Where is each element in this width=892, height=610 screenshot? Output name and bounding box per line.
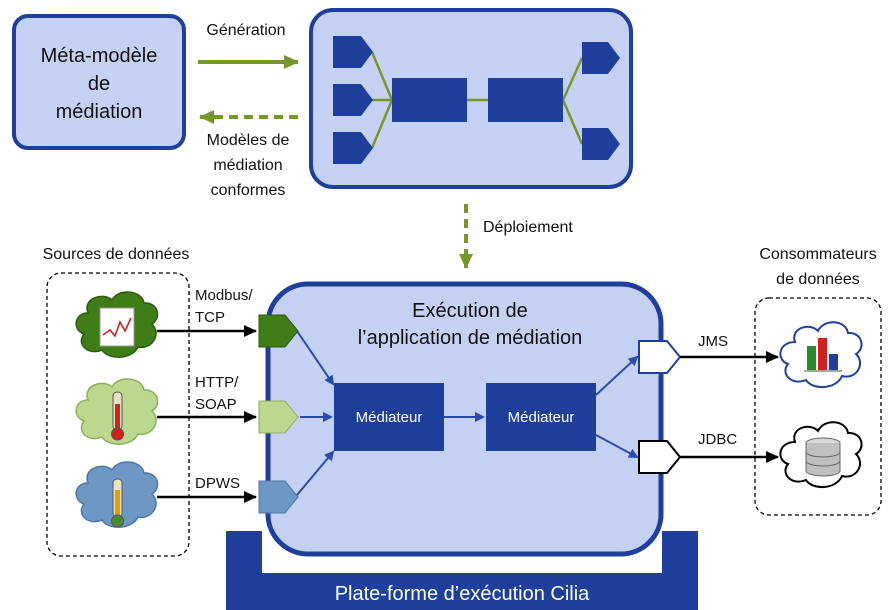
mediator-box	[334, 383, 444, 451]
consumer-cloud-chart	[779, 321, 863, 388]
model-output-port	[582, 128, 620, 160]
model-input-port	[333, 84, 373, 116]
flow-arrow	[595, 355, 639, 396]
output-port-jms	[638, 340, 682, 374]
deployment-label: Déploiement	[483, 219, 573, 236]
mediator-box	[486, 383, 596, 451]
source-cloud-dpws	[75, 461, 159, 528]
execution-title-line1: Exécution de	[412, 300, 528, 322]
consumer-cloud-database	[779, 421, 863, 488]
generation-label: Génération	[206, 22, 285, 39]
source-protocol-line2: TCP	[195, 309, 225, 326]
meta-model-box	[12, 14, 186, 150]
mediator-label: Médiateur	[356, 409, 423, 426]
platform-label: Plate-forme d’exécution Cilia	[335, 583, 590, 605]
mediator-label: Médiateur	[508, 409, 575, 426]
flow-arrow	[296, 330, 335, 386]
mediation-model-graph	[333, 36, 620, 164]
sources-box	[46, 272, 190, 557]
input-port-dpws	[258, 480, 299, 514]
execution-title-line2: l’application de médiation	[358, 327, 583, 349]
source-protocol-line1: HTTP/	[195, 374, 239, 391]
execution-box	[265, 281, 664, 557]
source-protocol-line1: Modbus/	[195, 287, 253, 304]
source-protocol-line1: DPWS	[195, 475, 240, 492]
consumer-protocol-jdbc: JDBC	[698, 431, 737, 448]
model-input-port	[333, 36, 373, 68]
conform-models-line2: médiation	[213, 157, 282, 174]
model-mediator	[392, 78, 467, 122]
platform-bar	[226, 531, 698, 610]
consumers-box	[754, 297, 882, 516]
sources-title: Sources de données	[43, 246, 190, 263]
model-mediator	[488, 78, 563, 122]
meta-model-line3: médiation	[56, 101, 143, 123]
consumers-title-line1: Consommateurs	[759, 246, 876, 263]
flow-arrow	[296, 450, 335, 496]
consumers-title-line2: de données	[776, 271, 860, 288]
conform-models-line3: conformes	[211, 182, 286, 199]
source-cloud-modbus	[75, 291, 159, 358]
model-output-port	[582, 42, 620, 74]
consumer-protocol-jms: JMS	[698, 333, 728, 350]
flow-arrow	[595, 434, 639, 458]
source-cloud-http	[75, 378, 159, 445]
meta-model-line1: Méta-modèle	[41, 45, 158, 67]
conform-models-line1: Modèles de	[207, 132, 290, 149]
input-port-http	[258, 400, 299, 434]
output-port-jdbc	[638, 440, 682, 474]
input-port-modbus	[258, 314, 299, 348]
mediation-model-box	[309, 8, 633, 189]
model-input-port	[333, 132, 373, 164]
meta-model-line2: de	[88, 73, 110, 95]
source-protocol-line2: SOAP	[195, 396, 237, 413]
